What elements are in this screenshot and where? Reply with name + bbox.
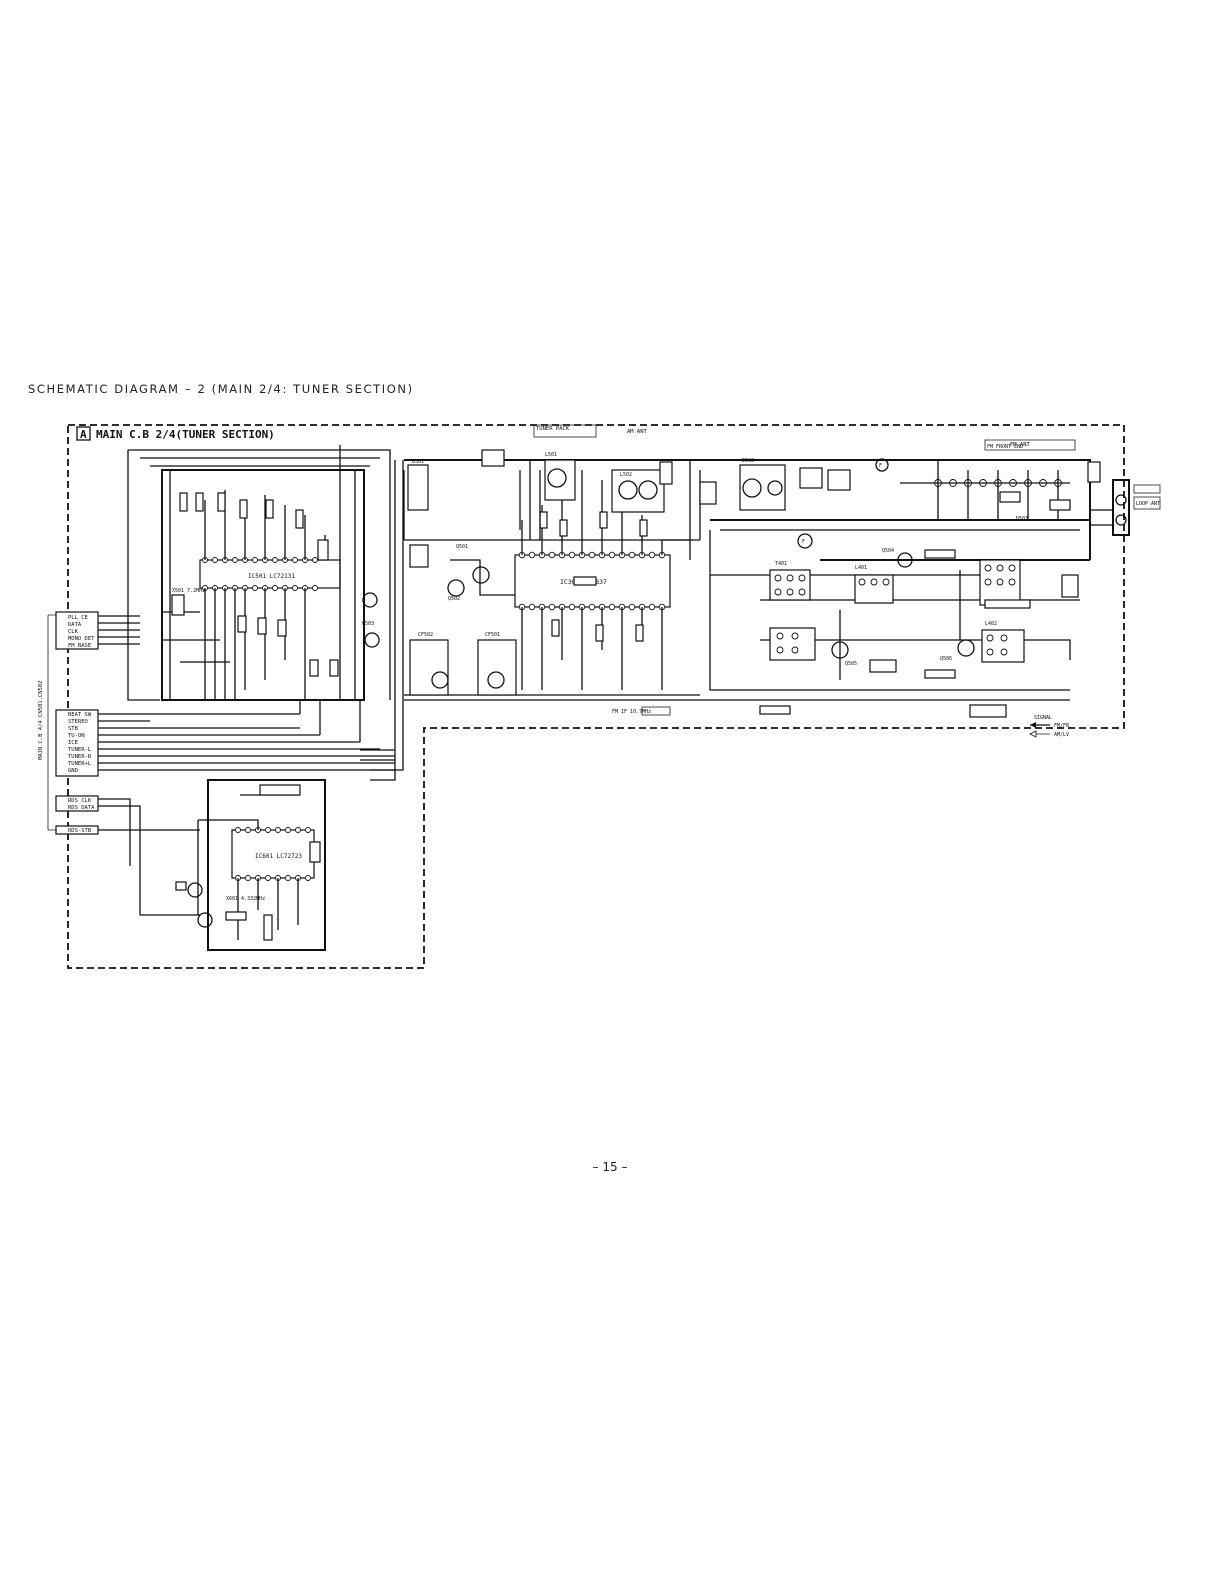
left-connector-d: RDS-STB bbox=[55, 825, 99, 835]
svg-text:F: F bbox=[802, 539, 805, 545]
part-labels: Q501 Q502 Q503 Q504 Q505 Q506 L401 L402 … bbox=[172, 452, 1028, 902]
if-ic-block: IC301 LA1837 bbox=[447, 470, 690, 690]
svg-text:Q506: Q506 bbox=[940, 656, 952, 662]
svg-text:CF502: CF502 bbox=[418, 632, 433, 638]
svg-text:STB: STB bbox=[68, 726, 79, 732]
svg-text:X501 7.2MHz: X501 7.2MHz bbox=[172, 588, 205, 594]
board-title-block: A MAIN C.B 2/4(TUNER SECTION) bbox=[76, 426, 275, 441]
svg-text:GND: GND bbox=[68, 768, 78, 774]
ic501-pins-top bbox=[202, 557, 318, 563]
left-bus-wires bbox=[98, 450, 395, 915]
svg-text:BEAT SW: BEAT SW bbox=[68, 712, 92, 718]
svg-text:STEREO: STEREO bbox=[68, 719, 88, 725]
front-end-area: TUNER PACK AM ANT bbox=[403, 424, 1091, 696]
svg-text:L402: L402 bbox=[985, 621, 997, 627]
pll-ic-block: IC501 LC72131 bbox=[161, 469, 380, 701]
signal-legend: SIGNAL FM/FB AM/LV bbox=[1029, 715, 1069, 738]
svg-text:TUNER+L: TUNER+L bbox=[68, 761, 92, 767]
svg-text:Q502: Q502 bbox=[448, 596, 460, 602]
antenna-jack: LOOP ANT bbox=[1087, 461, 1161, 536]
ic501-label: IC501 LC72131 bbox=[248, 573, 295, 580]
left-connector-c: RDS CLK RDS DATA bbox=[55, 795, 99, 812]
svg-text:MONO DET: MONO DET bbox=[68, 636, 95, 642]
svg-text:TUNER-R: TUNER-R bbox=[68, 754, 92, 760]
board-title: MAIN C.B 2/4(TUNER SECTION) bbox=[96, 428, 275, 441]
svg-text:T401: T401 bbox=[775, 561, 787, 567]
left-connector-b: BEAT SW STEREO STB TU-ON ICE TUNER-L TUN… bbox=[55, 709, 99, 777]
board-letter: A bbox=[80, 428, 87, 441]
top-label-am-ant: AM ANT bbox=[627, 429, 648, 435]
svg-text:AM/LV: AM/LV bbox=[1054, 732, 1069, 738]
svg-text:RDS DATA: RDS DATA bbox=[68, 805, 95, 811]
svg-text:D503: D503 bbox=[1016, 516, 1028, 522]
svg-text:L502: L502 bbox=[620, 472, 632, 478]
svg-text:F: F bbox=[879, 463, 882, 469]
svg-text:CLK: CLK bbox=[68, 629, 79, 635]
board-outline bbox=[67, 424, 1125, 969]
top-label-fm-ant: FM ANT bbox=[1010, 442, 1031, 448]
svg-text:ICE: ICE bbox=[68, 740, 78, 746]
page-number: – 15 – bbox=[592, 1160, 628, 1174]
svg-text:RDS-STB: RDS-STB bbox=[68, 828, 92, 834]
page-title: SCHEMATIC DIAGRAM – 2 (MAIN 2/4: TUNER S… bbox=[28, 382, 414, 396]
svg-text:TUNER-L: TUNER-L bbox=[68, 747, 92, 753]
top-label-tuner-pack: TUNER PACK bbox=[536, 426, 570, 432]
left-connector-a: PLL CE DATA CLK MONO DET FM BASE bbox=[55, 611, 99, 650]
upper-wires bbox=[128, 445, 1070, 781]
svg-text:SIGNAL: SIGNAL bbox=[1034, 715, 1052, 721]
rds-ic-block: IC601 LC72723 bbox=[140, 779, 326, 951]
svg-text:Q504: Q504 bbox=[882, 548, 894, 554]
ic601-label: IC601 LC72723 bbox=[255, 853, 302, 860]
svg-text:FM BASE: FM BASE bbox=[68, 643, 91, 649]
svg-text:Q501: Q501 bbox=[456, 544, 468, 550]
svg-text:CF501: CF501 bbox=[485, 632, 500, 638]
svg-text:D502: D502 bbox=[742, 458, 754, 464]
if-frequency-note: FM IF 10.7MHz bbox=[612, 709, 651, 715]
svg-text:FM/FB: FM/FB bbox=[1054, 723, 1069, 729]
if-stage: F bbox=[709, 530, 1090, 718]
top-label-fm-front-end: FM FRONT END bbox=[987, 444, 1023, 450]
svg-text:Q505: Q505 bbox=[845, 661, 857, 667]
svg-text:PLL CE: PLL CE bbox=[68, 615, 88, 621]
svg-text:DATA: DATA bbox=[68, 622, 82, 628]
svg-text:X601 4.332MHz: X601 4.332MHz bbox=[226, 896, 265, 902]
top-label-loop-ant: LOOP ANT bbox=[1136, 501, 1160, 507]
connector-side-label: MAIN C.B 4/4 CN501,CN502 bbox=[38, 681, 44, 760]
svg-text:L401: L401 bbox=[855, 565, 867, 571]
fm-front-end: F FM ANT FM FRONT END bbox=[710, 439, 1090, 531]
svg-text:D501: D501 bbox=[412, 459, 424, 465]
svg-text:TU-ON: TU-ON bbox=[68, 733, 85, 739]
svg-text:RDS CLK: RDS CLK bbox=[68, 798, 92, 804]
svg-text:Q503: Q503 bbox=[362, 621, 374, 627]
svg-text:L501: L501 bbox=[545, 452, 557, 458]
